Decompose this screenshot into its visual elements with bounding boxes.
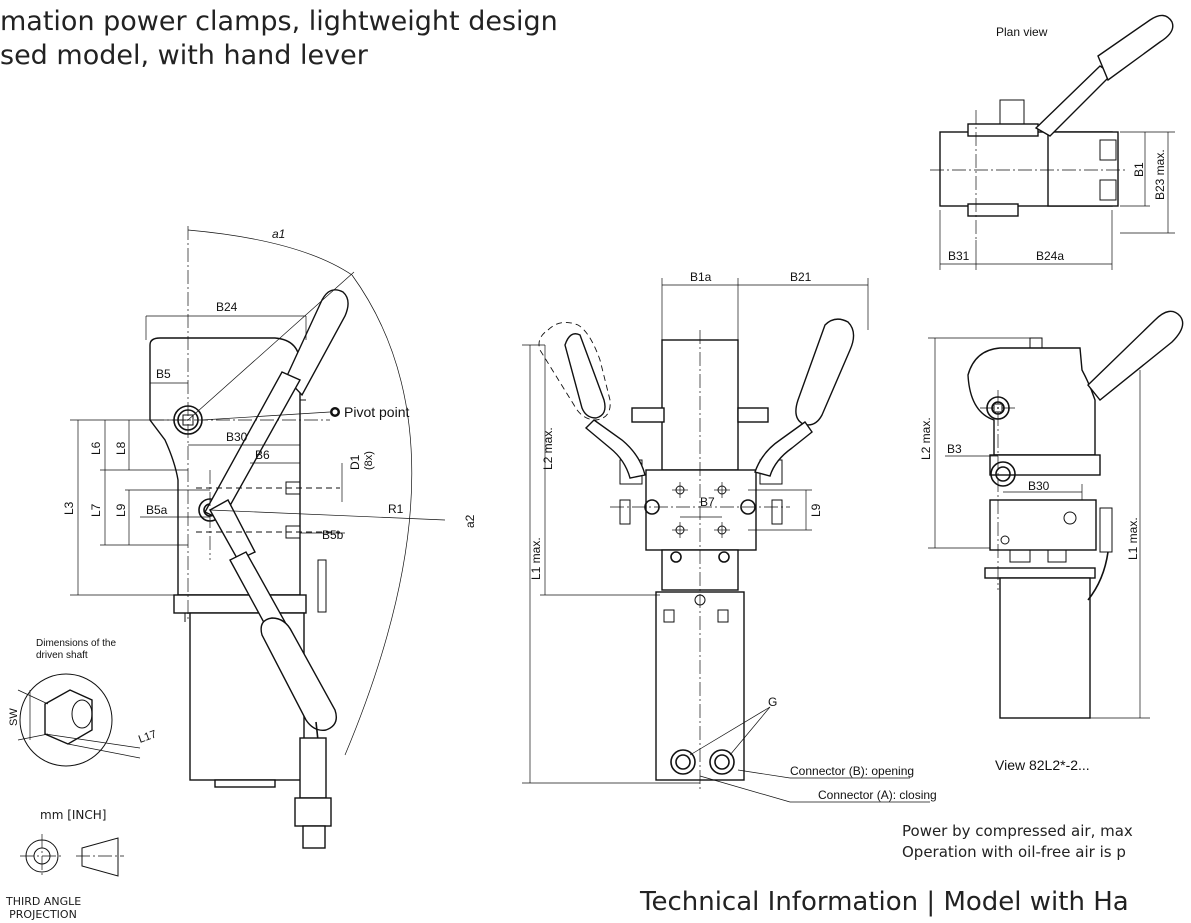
footer-title: Technical Information | Model with Ha: [640, 887, 1129, 917]
dim-l2max-side: L2 max.: [919, 417, 933, 460]
pivot-point-label: Pivot point: [344, 404, 409, 420]
dim-a2: a2: [463, 514, 477, 528]
dim-b1: B1: [1132, 162, 1146, 177]
title-line-1: mation power clamps, lightweight design: [0, 6, 558, 37]
note-line-2: Operation with oil-free air is p: [902, 843, 1126, 861]
projection-line-2: PROJECTION: [9, 908, 77, 921]
dim-d1: D1: [348, 454, 362, 470]
dim-b30-front: B30: [226, 430, 248, 444]
dim-b5: B5: [156, 367, 171, 381]
dim-l17: L17: [137, 728, 158, 746]
middle-view: [522, 278, 930, 803]
dim-l1max-mid: L1 max.: [529, 537, 543, 580]
title-line-2: sed model, with hand lever: [0, 40, 368, 71]
page-title: mation power clamps, lightweight design …: [0, 5, 558, 73]
dim-g: G: [768, 695, 777, 709]
dim-b3: B3: [947, 442, 962, 456]
dim-l7: L7: [89, 503, 103, 517]
shaft-caption-1: Dimensions of the: [36, 638, 116, 649]
dim-l6: L6: [89, 441, 103, 455]
dim-b21: B21: [790, 270, 812, 284]
dim-b7: B7: [700, 495, 715, 509]
dim-l3: L3: [62, 501, 76, 515]
dim-b23max: B23 max.: [1153, 149, 1167, 200]
projection-label: THIRD ANGLE PROJECTION: [6, 895, 82, 921]
connector-a-label: Connector (A): closing: [818, 788, 937, 802]
dim-b31: B31: [948, 249, 970, 263]
dim-l9-mid: L9: [809, 503, 823, 517]
projection-symbol: [20, 834, 124, 878]
front-view: [70, 226, 446, 849]
dim-l9-front: L9: [114, 503, 128, 517]
projection-line-1: THIRD ANGLE: [6, 895, 82, 908]
hand-lever-up: [204, 289, 349, 521]
side-view-caption: View 82L2*-2...: [995, 757, 1090, 773]
plan-view: [930, 14, 1175, 270]
dim-b30-side: B30: [1028, 479, 1050, 493]
dim-d1-count: (8x): [363, 451, 375, 470]
dim-b5a: B5a: [146, 503, 168, 517]
dim-l8: L8: [114, 441, 128, 455]
dim-sw: SW: [8, 708, 20, 726]
connector-b-label: Connector (B): opening: [790, 764, 914, 778]
dim-b24: B24: [216, 300, 238, 314]
plan-view-label: Plan view: [996, 25, 1048, 39]
dim-l2max-mid: L2 max.: [541, 427, 555, 470]
units-label: mm [INCH]: [40, 808, 107, 822]
side-view: [928, 310, 1184, 719]
note-line-1: Power by compressed air, max: [902, 822, 1133, 840]
dim-r1: R1: [388, 502, 404, 516]
dim-b6: B6: [255, 448, 270, 462]
dim-b24a: B24a: [1036, 249, 1064, 263]
hand-lever-down: [209, 499, 338, 731]
dim-a1: a1: [272, 227, 285, 241]
notes: Power by compressed air, max Operation w…: [902, 821, 1133, 863]
dim-b5b: B5b: [322, 528, 344, 542]
shaft-caption-2: driven shaft: [36, 650, 88, 661]
shaft-detail: [17, 673, 141, 767]
dim-l1max-side: L1 max.: [1126, 517, 1140, 560]
dim-b1a: B1a: [690, 270, 712, 284]
